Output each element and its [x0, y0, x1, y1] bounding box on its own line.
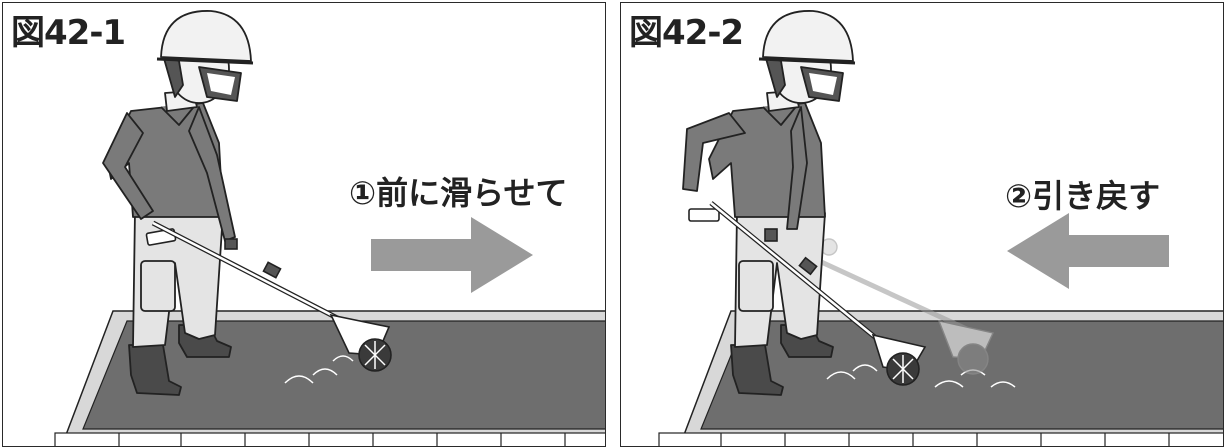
brick-row [658, 432, 1223, 446]
cultivator-tool [145, 220, 392, 372]
arrow-right [371, 217, 533, 293]
worker-figure [682, 10, 856, 396]
figure-label: 図42-2 [629, 13, 744, 53]
arrow-left [1007, 213, 1169, 289]
brick-row [54, 432, 605, 446]
scene-illustration [658, 10, 1223, 446]
figure-label: 図42-1 [11, 13, 126, 53]
figure-panel-2: 図42-2 ②引き戻す [620, 2, 1224, 447]
cultivator-tool [688, 201, 927, 386]
scene-illustration [54, 10, 605, 446]
action-caption: ②引き戻す [1005, 177, 1161, 215]
action-caption: ①前に滑らせて [349, 174, 568, 212]
figure-panel-1: 図42-1 ①前に滑らせて [2, 2, 606, 447]
